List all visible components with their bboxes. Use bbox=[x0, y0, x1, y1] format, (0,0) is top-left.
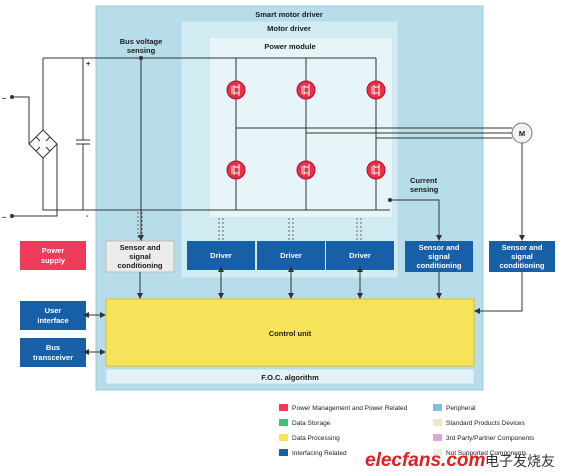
sensor-blue-1-label-2: signal bbox=[428, 252, 450, 261]
legend-swatch-5 bbox=[433, 434, 442, 441]
current-sensing-label-2: sensing bbox=[410, 185, 439, 194]
sensor-blue-2-label-2: signal bbox=[511, 252, 533, 261]
legend-swatch-3 bbox=[433, 419, 442, 426]
control-unit-label: Control unit bbox=[269, 329, 312, 338]
user-interface-block bbox=[20, 301, 86, 330]
legend-label-4: Data Processing bbox=[292, 435, 340, 442]
legend-label-6: Interfacing Related bbox=[292, 450, 347, 457]
driver-1-label: Driver bbox=[210, 251, 232, 260]
current-sense-wire bbox=[390, 199, 442, 241]
legend: Power Management and Power Related Perip… bbox=[279, 404, 535, 457]
legend-label-2: Data Storage bbox=[292, 420, 331, 427]
legend-label-1: Peripheral bbox=[446, 405, 476, 412]
ac-top-label: ~ bbox=[2, 94, 7, 103]
watermark-cn: 电子发烧友 bbox=[485, 453, 555, 469]
mosfet-high-1 bbox=[226, 80, 246, 100]
bus-transceiver-label-1: Bus bbox=[46, 343, 60, 352]
bus-transceiver-label-2: transceiver bbox=[33, 353, 73, 362]
sensor-gray-label-1: Sensor and bbox=[120, 243, 161, 252]
power-supply-block bbox=[20, 241, 86, 270]
dc-capacitor bbox=[76, 58, 90, 210]
minus-label: - bbox=[86, 211, 89, 220]
legend-label-5: 3rd Party/Partner Components bbox=[446, 435, 535, 442]
ac-bottom-label: ~ bbox=[2, 213, 7, 222]
sensor-blue-1-label-3: conditioning bbox=[417, 261, 462, 270]
ac-terminal-top bbox=[10, 95, 14, 99]
control-unit-block bbox=[105, 298, 475, 367]
mosfet-high-3 bbox=[366, 80, 386, 100]
user-interface-label-1: User bbox=[45, 306, 62, 315]
legend-label-3: Standard Products Devices bbox=[446, 420, 526, 427]
bus-voltage-sensing-label-1: Bus voltage bbox=[120, 37, 163, 46]
driver-3-label: Driver bbox=[349, 251, 371, 260]
sensor-blue-2-label-3: conditioning bbox=[500, 261, 545, 270]
motor-label: M bbox=[519, 129, 525, 138]
watermark-brand: elecfans.com bbox=[365, 450, 485, 471]
legend-swatch-6 bbox=[279, 449, 288, 456]
watermark: elecfans.com 电子发烧友 bbox=[365, 450, 555, 471]
driver-block-2 bbox=[257, 241, 325, 270]
user-interface-label-2: interface bbox=[37, 316, 68, 325]
ac-terminal-bottom bbox=[10, 214, 14, 218]
driver-block-1 bbox=[187, 241, 255, 270]
foc-algorithm-bar bbox=[105, 368, 475, 385]
bridge-rectifier bbox=[28, 129, 58, 159]
driver-2-label: Driver bbox=[280, 251, 302, 260]
legend-swatch-0 bbox=[279, 404, 288, 411]
legend-label-0: Power Management and Power Related bbox=[292, 405, 408, 412]
mosfet-high-2 bbox=[296, 80, 316, 100]
sensor-gray-label-2: signal bbox=[129, 252, 151, 261]
plus-label: + bbox=[86, 59, 91, 68]
mosfet-low-2 bbox=[296, 160, 316, 180]
driver-block-3 bbox=[326, 241, 394, 270]
power-supply-label-1: Power bbox=[42, 246, 65, 255]
motor-driver-label: Motor driver bbox=[267, 24, 311, 33]
legend-swatch-4 bbox=[279, 434, 288, 441]
bus-voltage-sensing-label-2: sensing bbox=[127, 46, 156, 55]
legend-label-7: Not Supported Components bbox=[446, 450, 527, 457]
legend-swatch-1 bbox=[433, 404, 442, 411]
foc-algorithm-label: F.O.C. algorithm bbox=[261, 373, 319, 382]
sensor-blue-1-label-1: Sensor and bbox=[419, 243, 460, 252]
sensor-block-blue-2 bbox=[489, 241, 555, 272]
mosfet-low-1 bbox=[226, 160, 246, 180]
power-module-label: Power module bbox=[264, 42, 315, 51]
arrow-sensor-blue-2-to-control bbox=[474, 272, 523, 314]
sensor-block-blue-1 bbox=[405, 241, 473, 272]
sensor-blue-2-label-1: Sensor and bbox=[502, 243, 543, 252]
mosfet-low-3 bbox=[366, 160, 386, 180]
current-sense-node bbox=[388, 198, 392, 202]
legend-swatch-2 bbox=[279, 419, 288, 426]
ac-input-wires bbox=[12, 96, 58, 217]
power-supply-label-2: supply bbox=[41, 256, 66, 265]
bus-transceiver-block bbox=[20, 338, 86, 367]
sensor-gray-label-3: conditioning bbox=[118, 261, 163, 270]
dc-bus-negative-wire bbox=[42, 158, 390, 211]
legend-swatch-7 bbox=[433, 449, 442, 456]
smart-motor-driver-label: Smart motor driver bbox=[255, 10, 323, 19]
current-sensing-label-1: Current bbox=[410, 176, 438, 185]
